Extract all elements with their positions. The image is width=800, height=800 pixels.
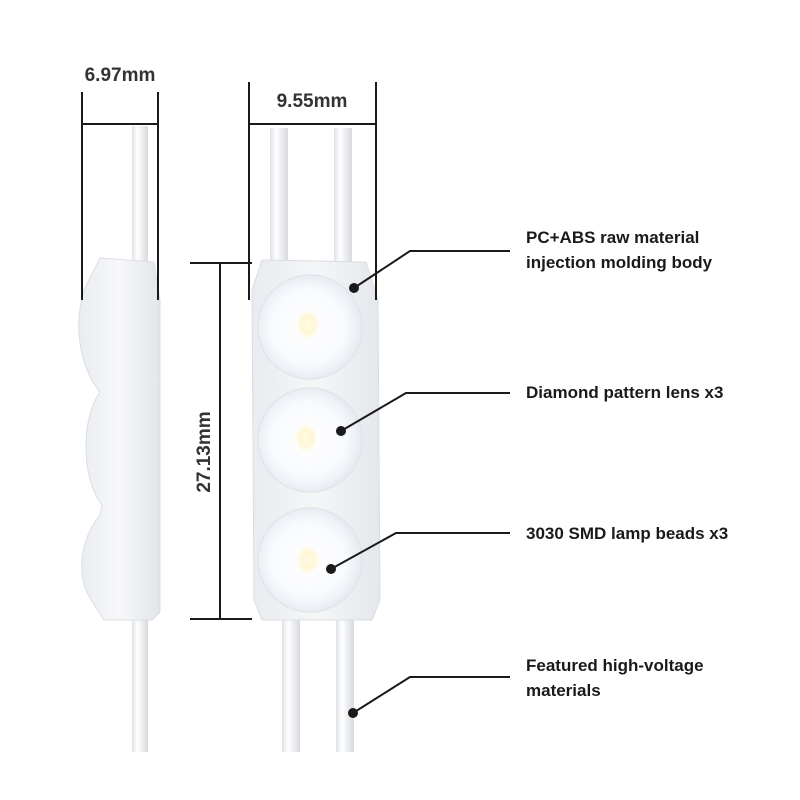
led-chip [294, 307, 322, 343]
front-view [251, 128, 381, 752]
side-view [78, 126, 161, 752]
leader-wire [352, 676, 510, 714]
side-wire-bottom [132, 612, 148, 752]
callout-line: Diamond pattern lens x3 [526, 383, 724, 402]
height-label: 27.13mm [194, 411, 215, 492]
front-wire-right-top [334, 128, 352, 268]
callout-line: PC+ABS raw material [526, 228, 700, 247]
front-wire-left-bottom [282, 612, 300, 752]
callout-line: 3030 SMD lamp beads x3 [526, 524, 729, 543]
front-wire-right-bottom [336, 612, 354, 752]
callout-line: injection molding body [526, 253, 713, 272]
leader-lens [340, 392, 510, 432]
dimension-height [190, 262, 252, 620]
dimension-side-width [81, 92, 159, 300]
callout-high-voltage: Featured high-voltage materials [526, 653, 704, 703]
lens-2 [257, 387, 363, 493]
lens-3 [257, 507, 363, 613]
side-width-label: 6.97mm [85, 65, 156, 86]
led-chip [292, 420, 320, 456]
side-body [78, 257, 161, 621]
callout-line: materials [526, 681, 601, 700]
leader-lines [326, 250, 510, 718]
led-chip [294, 542, 322, 578]
callout-line: Featured high-voltage [526, 656, 704, 675]
lens-1 [257, 274, 363, 380]
front-wire-left-top [270, 128, 288, 268]
callout-lens: Diamond pattern lens x3 [526, 380, 723, 405]
callout-lamp-beads: 3030 SMD lamp beads x3 [526, 521, 728, 546]
front-width-label: 9.55mm [277, 91, 348, 112]
leader-body [353, 250, 510, 289]
side-wire-top [132, 126, 148, 266]
callout-body-material: PC+ABS raw material injection molding bo… [526, 225, 712, 275]
leader-chip [330, 532, 510, 570]
